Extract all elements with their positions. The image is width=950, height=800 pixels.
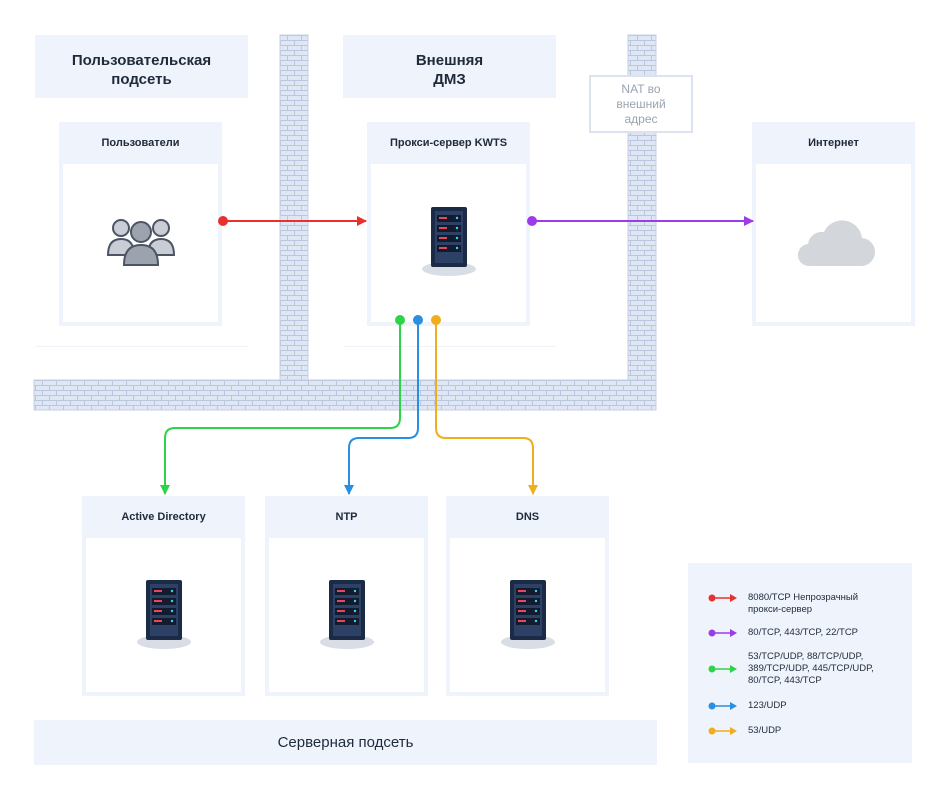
- legend-label-green: 53/TCP/UDP, 88/TCP/UDP, 389/TCP/UDP, 445…: [748, 651, 874, 686]
- legend-item-orange: 53/UDP: [708, 725, 908, 737]
- active-directory-card-title: Active Directory: [82, 496, 245, 538]
- cloud-icon: [797, 220, 876, 267]
- proxy-server-icon: [422, 207, 476, 276]
- connection-proxy-to-ntp: [344, 315, 423, 495]
- dns-card-title: DNS: [446, 496, 609, 538]
- proxy-card-title: Прокси-сервер KWTS: [367, 122, 530, 164]
- users-card-body: [63, 164, 218, 322]
- connection-proxy-to-dns: [431, 315, 538, 495]
- connection-users-to-proxy: [218, 216, 367, 226]
- dmz-title: Внешняя ДМЗ: [415, 52, 484, 88]
- firewall-wall-bottom: [33, 379, 657, 411]
- dns-server-icon: [501, 580, 555, 649]
- internet-card-title: Интернет: [752, 122, 915, 164]
- legend: 8080/TCP Непрозрачный прокси-сервер 80/T…: [688, 563, 912, 763]
- legend-item-blue: 123/UDP: [708, 700, 908, 712]
- connection-proxy-to-internet: [527, 216, 754, 226]
- users-card-title: Пользователи: [59, 122, 222, 164]
- ntp-card-title: NTP: [265, 496, 428, 538]
- firewall-wall-left: [279, 34, 309, 381]
- legend-label-blue: 123/UDP: [748, 700, 787, 711]
- user-subnet-title: Пользовательская подсеть: [71, 52, 212, 88]
- ntp-server-icon: [320, 580, 374, 649]
- legend-label-purple: 80/TCP, 443/TCP, 22/TCP: [748, 627, 859, 638]
- legend-item-purple: 80/TCP, 443/TCP, 22/TCP: [708, 627, 908, 639]
- connection-proxy-to-active-directory: [160, 315, 405, 495]
- legend-item-red: 8080/TCP Непрозрачный прокси-сервер: [708, 592, 908, 616]
- nat-label: NAT во внешний адрес: [589, 75, 693, 133]
- legend-label-red: 8080/TCP Непрозрачный прокси-сервер: [748, 592, 859, 615]
- users-icon: [106, 219, 176, 266]
- legend-item-green: 53/TCP/UDP, 88/TCP/UDP, 389/TCP/UDP, 445…: [708, 651, 908, 687]
- active-directory-server-icon: [137, 580, 191, 649]
- server-subnet-title: Серверная подсеть: [277, 734, 414, 751]
- legend-label-orange: 53/UDP: [748, 725, 782, 736]
